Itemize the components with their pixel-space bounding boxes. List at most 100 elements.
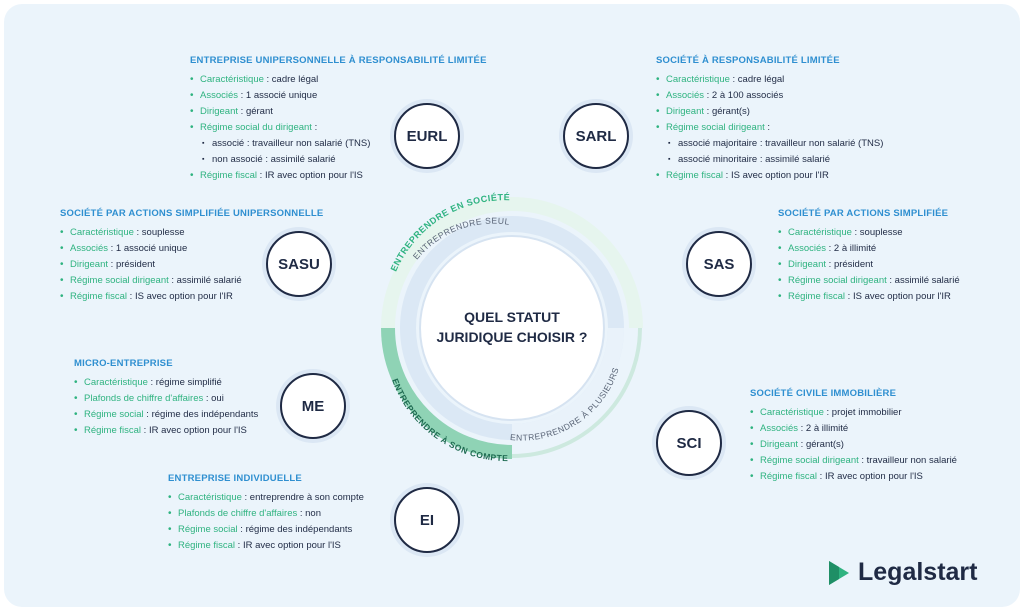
feature-list: Caractéristique : projet immobilierAssoc… (750, 405, 957, 485)
feature-item: Régime fiscal : IS avec option pour l'IR (60, 289, 323, 305)
feature-value: : cadre légal (729, 74, 785, 85)
feature-value: : assimilé salarié (168, 275, 242, 286)
plusieurs-band (511, 327, 624, 440)
feature-item: Caractéristique : projet immobilier (750, 405, 957, 421)
block-title: ENTREPRISE UNIPERSONNELLE À RESPONSABILI… (190, 55, 487, 66)
center-disc (419, 235, 605, 421)
feature-item: Régime social dirigeant : assimilé salar… (60, 273, 323, 289)
feature-item: Dirigeant : gérant(s) (750, 437, 957, 453)
feature-value: : assimilé salarié (886, 275, 960, 286)
feature-item: Régime fiscal : IR avec option pour l'IS (74, 423, 258, 439)
feature-key: Régime fiscal (200, 170, 258, 181)
feature-value: non associé : assimilé salarié (212, 154, 336, 165)
legalstart-logo-text: Legalstart (858, 558, 978, 586)
feature-item: Dirigeant : gérant (190, 104, 487, 120)
block-sci: SOCIÉTÉ CIVILE IMMOBILIÈRECaractéristiqu… (750, 388, 957, 485)
block-ei: ENTREPRISE INDIVIDUELLECaractéristique :… (168, 473, 364, 554)
feature-key: Régime fiscal (84, 425, 142, 436)
center-title-line1: QUEL STATUT (464, 309, 560, 325)
feature-item: Régime social : régime des indépendants (168, 522, 364, 538)
feature-list: Caractéristique : régime simplifiéPlafon… (74, 375, 258, 439)
feature-key: Caractéristique (760, 407, 824, 418)
feature-item: Associés : 2 à illimité (778, 241, 960, 257)
feature-item: Régime social dirigeant : travailleur no… (750, 453, 957, 469)
feature-value: : président (826, 259, 874, 270)
feature-item: Régime fiscal : IR avec option pour l'IS (750, 469, 957, 485)
feature-key: Plafonds de chiffre d'affaires (84, 393, 204, 404)
feature-item: Régime fiscal : IR avec option pour l'IS (190, 168, 487, 184)
block-title: SOCIÉTÉ PAR ACTIONS SIMPLIFIÉE (778, 208, 949, 219)
feature-key: Caractéristique (84, 377, 148, 388)
bubble-ei: EI (394, 487, 460, 553)
feature-key: Associés (666, 90, 705, 101)
feature-value: : gérant(s) (798, 439, 844, 450)
feature-item: Régime social du dirigeant : (190, 120, 487, 136)
feature-list: Caractéristique : souplesseAssociés : 2 … (778, 225, 960, 305)
feature-item: associé majoritaire : travailleur non sa… (656, 136, 883, 152)
feature-value: : oui (203, 393, 224, 404)
feature-value: : gérant(s) (704, 106, 750, 117)
feature-key: Régime social (84, 409, 144, 420)
bubble-sci: SCI (656, 410, 722, 476)
feature-value: : 2 à illimité (826, 243, 877, 254)
bubble-me: ME (280, 373, 346, 439)
feature-item: Caractéristique : régime simplifié (74, 375, 258, 391)
feature-key: Associés (70, 243, 109, 254)
feature-value: associé minoritaire : assimilé salarié (678, 154, 831, 165)
feature-key: Régime fiscal (70, 291, 128, 302)
feature-list: Caractéristique : cadre légalAssociés : … (656, 72, 883, 184)
feature-item: non associé : assimilé salarié (190, 152, 487, 168)
feature-key: Associés (788, 243, 827, 254)
feature-key: Régime social dirigeant (70, 275, 169, 286)
feature-item: Associés : 2 à illimité (750, 421, 957, 437)
feature-key: Régime fiscal (666, 170, 724, 181)
feature-key: Caractéristique (70, 227, 134, 238)
legalstart-logo-icon (829, 560, 849, 585)
feature-value: : travailleur non salarié (858, 455, 957, 466)
societe-band (381, 197, 643, 329)
feature-value: associé : travailleur non salarié (TNS) (212, 138, 371, 149)
feature-value: : 1 associé unique (238, 90, 318, 101)
feature-key: Régime social (178, 524, 238, 535)
feature-value: : cadre légal (263, 74, 319, 85)
feature-key: Dirigeant (760, 439, 799, 450)
feature-value: : président (108, 259, 156, 270)
feature-item: associé : travailleur non salarié (TNS) (190, 136, 487, 152)
feature-item: Plafonds de chiffre d'affaires : non (168, 506, 364, 522)
feature-value: : IR avec option pour l'IS (141, 425, 247, 436)
feature-item: Caractéristique : cadre légal (190, 72, 487, 88)
block-title: SOCIÉTÉ À RESPONSABILITÉ LIMITÉE (656, 55, 840, 66)
feature-item: associé minoritaire : assimilé salarié (656, 152, 883, 168)
compte-band (381, 327, 513, 459)
feature-value: : projet immobilier (823, 407, 902, 418)
feature-item: Associés : 1 associé unique (60, 241, 323, 257)
feature-key: Régime social dirigeant (760, 455, 859, 466)
legalstart-logo: Legalstart (826, 558, 977, 587)
feature-value: : IR avec option pour l'IS (235, 540, 341, 551)
feature-value: : 2 à illimité (798, 423, 849, 434)
feature-key: Régime fiscal (760, 471, 818, 482)
feature-item: Caractéristique : entreprendre à son com… (168, 490, 364, 506)
bubble-sarl: SARL (563, 103, 629, 169)
feature-item: Caractéristique : souplesse (778, 225, 960, 241)
feature-value: : IR avec option pour l'IS (817, 471, 923, 482)
feature-item: Caractéristique : cadre légal (656, 72, 883, 88)
feature-value: : 2 à 100 associés (704, 90, 784, 101)
feature-key: Régime fiscal (788, 291, 846, 302)
feature-value: : IS avec option pour l'IR (723, 170, 829, 181)
feature-key: Dirigeant (788, 259, 827, 270)
feature-key: Associés (200, 90, 239, 101)
feature-item: Régime social dirigeant : (656, 120, 883, 136)
feature-item: Régime social : régime des indépendants (74, 407, 258, 423)
feature-key: Caractéristique (666, 74, 730, 85)
feature-value: : IS avec option pour l'IR (127, 291, 233, 302)
feature-value: : non (297, 508, 322, 519)
block-eurl: ENTREPRISE UNIPERSONNELLE À RESPONSABILI… (190, 55, 487, 184)
feature-value: : gérant (238, 106, 273, 117)
feature-key: Dirigeant (200, 106, 239, 117)
feature-item: Dirigeant : président (60, 257, 323, 273)
feature-key: Caractéristique (788, 227, 852, 238)
feature-key: Régime fiscal (178, 540, 236, 551)
block-sas: SOCIÉTÉ PAR ACTIONS SIMPLIFIÉE Caractéris… (778, 208, 960, 305)
